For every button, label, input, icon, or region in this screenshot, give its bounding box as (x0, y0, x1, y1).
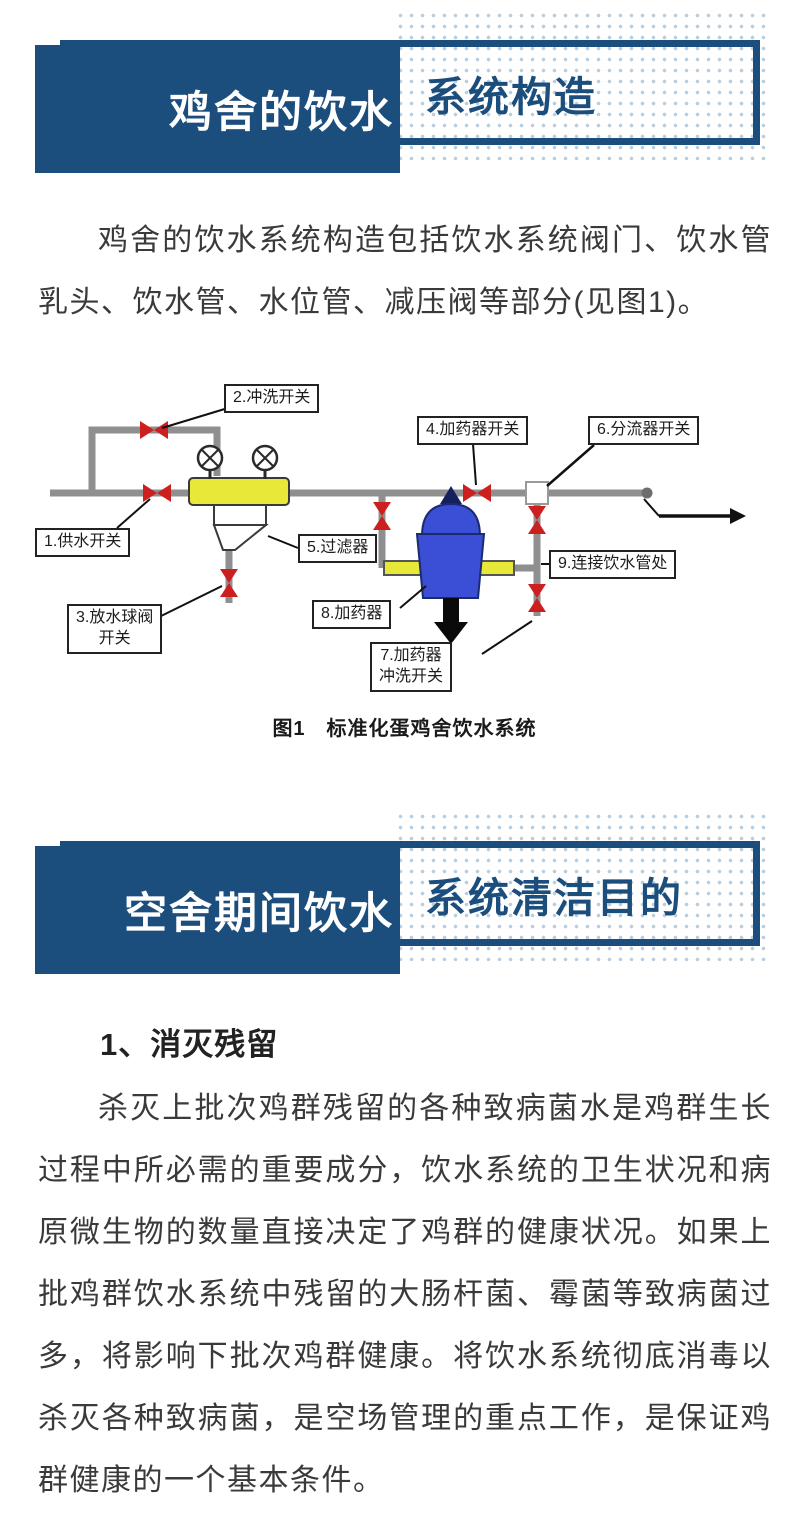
drain-ball-valve (220, 569, 238, 597)
medicator-switch-valve (463, 484, 491, 502)
halftone-dots-decoration (395, 811, 772, 961)
figure-label-medicator-flush-switch: 7.加药器 冲洗开关 (370, 642, 453, 692)
figure-label-medicator: 8.加药器 (312, 600, 392, 629)
diverter-tee-fitting (525, 481, 549, 505)
leader-2 (161, 407, 229, 429)
figure-label-drain-ball-valve: 3.放水球阀 开关 (67, 604, 163, 654)
figure-label-filter: 5.过滤器 (298, 534, 378, 563)
medicator-device (415, 486, 486, 644)
figure-label-diverter-switch: 6.分流器开关 (588, 416, 700, 445)
halftone-dots-decoration (395, 10, 772, 160)
figure-caption: 图1 标准化蛋鸡舍饮水系统 (272, 718, 537, 740)
banner-right-title: 系统清洁目的 (425, 874, 683, 921)
medicator-down-arrow-head (434, 622, 468, 644)
gauge-cross (255, 448, 275, 468)
leader-lines (116, 407, 595, 655)
figure-label-flush-switch: 2.冲洗开关 (224, 384, 320, 413)
flow-arrow (643, 498, 746, 524)
flow-arrow-lead (643, 498, 660, 517)
section-banner-cleaning-purpose: 空舍期间饮水 系统清洁目的 (0, 811, 810, 977)
flush-valve (140, 421, 168, 439)
pipe-end-cap (641, 487, 653, 499)
section-banner-water-system-structure: 鸡舍的饮水 系统构造 (0, 10, 810, 176)
right-branch-upper-valve (528, 506, 546, 534)
gauge-valves (196, 444, 279, 479)
banner-left-title: 空舍期间饮水 (35, 846, 400, 974)
leader-1 (116, 498, 151, 529)
medicator-down-arrow-shaft (443, 598, 459, 622)
section-1-heading: 1、消灭残留 (100, 1027, 279, 1062)
filter-funnel (212, 524, 269, 551)
leader-8 (399, 585, 427, 609)
figure-1: 1.供水开关 2.冲洗开关 3.放水球阀 开关 4.加药器开关 5.过滤器 6.… (32, 378, 777, 741)
leader-4 (472, 443, 477, 486)
filter-assembly (188, 477, 290, 551)
figure-label-medicator-switch: 4.加药器开关 (417, 416, 529, 445)
filter-housing (213, 504, 267, 526)
figure-label-supply-switch: 1.供水开关 (35, 528, 131, 557)
leader-5 (267, 535, 299, 549)
medicator-top-connector (440, 486, 462, 504)
medicator-dome (420, 502, 482, 537)
banner-left-title: 鸡舍的饮水 (35, 45, 400, 173)
section-1-paragraph: 杀灭上批次鸡群残留的各种致病菌水是鸡群生长过程中所必需的重要成分，饮水系统的卫生… (38, 1092, 772, 1497)
right-branch-lower-valve (528, 584, 546, 612)
medicator-inlet-valve (373, 502, 391, 530)
diagram-canvas: 1.供水开关 2.冲洗开关 3.放水球阀 开关 4.加药器开关 5.过滤器 6.… (32, 378, 777, 698)
gauge-cross (200, 448, 220, 468)
supply-valve (143, 484, 171, 502)
figure-label-drinking-line-connection: 9.连接饮水管处 (549, 550, 677, 579)
intro-paragraph: 鸡舍的饮水系统构造包括饮水系统阀门、饮水管乳头、饮水管、水位管、减压阀等部分(见… (38, 224, 772, 319)
filter-body (188, 477, 290, 506)
leader-6 (546, 444, 595, 487)
banner-right-title: 系统构造 (425, 73, 597, 120)
medicator-body (415, 533, 486, 599)
flow-arrow-head (730, 508, 746, 524)
water-system-diagram (50, 407, 746, 655)
leader-3 (156, 585, 223, 619)
leader-7 (481, 620, 533, 655)
pipes (50, 426, 644, 616)
